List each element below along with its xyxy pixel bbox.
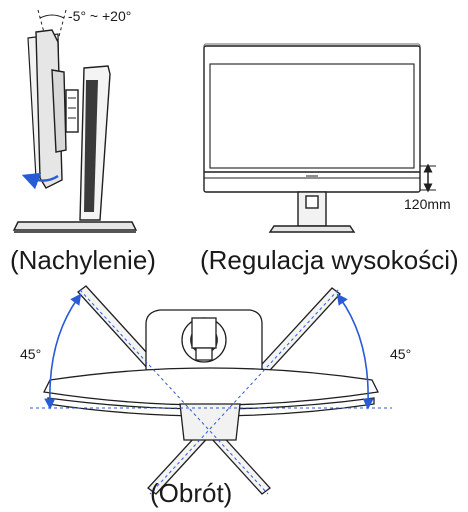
height-caption: (Regulacja wysokości) xyxy=(200,245,459,275)
height-arrow-icon xyxy=(420,163,436,193)
tilt-illustration xyxy=(12,9,138,233)
height-illustration xyxy=(203,43,421,233)
swivel-left-angle: 45° xyxy=(20,346,42,362)
tilt-caption: (Nachylenie) xyxy=(10,245,156,275)
swivel-illustration xyxy=(43,285,379,495)
rotation-arc-icon xyxy=(44,293,374,410)
swivel-guides xyxy=(30,289,392,495)
swivel-right-angle: 45° xyxy=(390,346,412,362)
tilt-range-label: -5° ~ +20° xyxy=(68,8,132,24)
height-measure-label: 120mm xyxy=(404,196,451,212)
tilt-arrow-icon xyxy=(21,172,59,190)
swivel-caption: (Obrót) xyxy=(150,478,233,508)
